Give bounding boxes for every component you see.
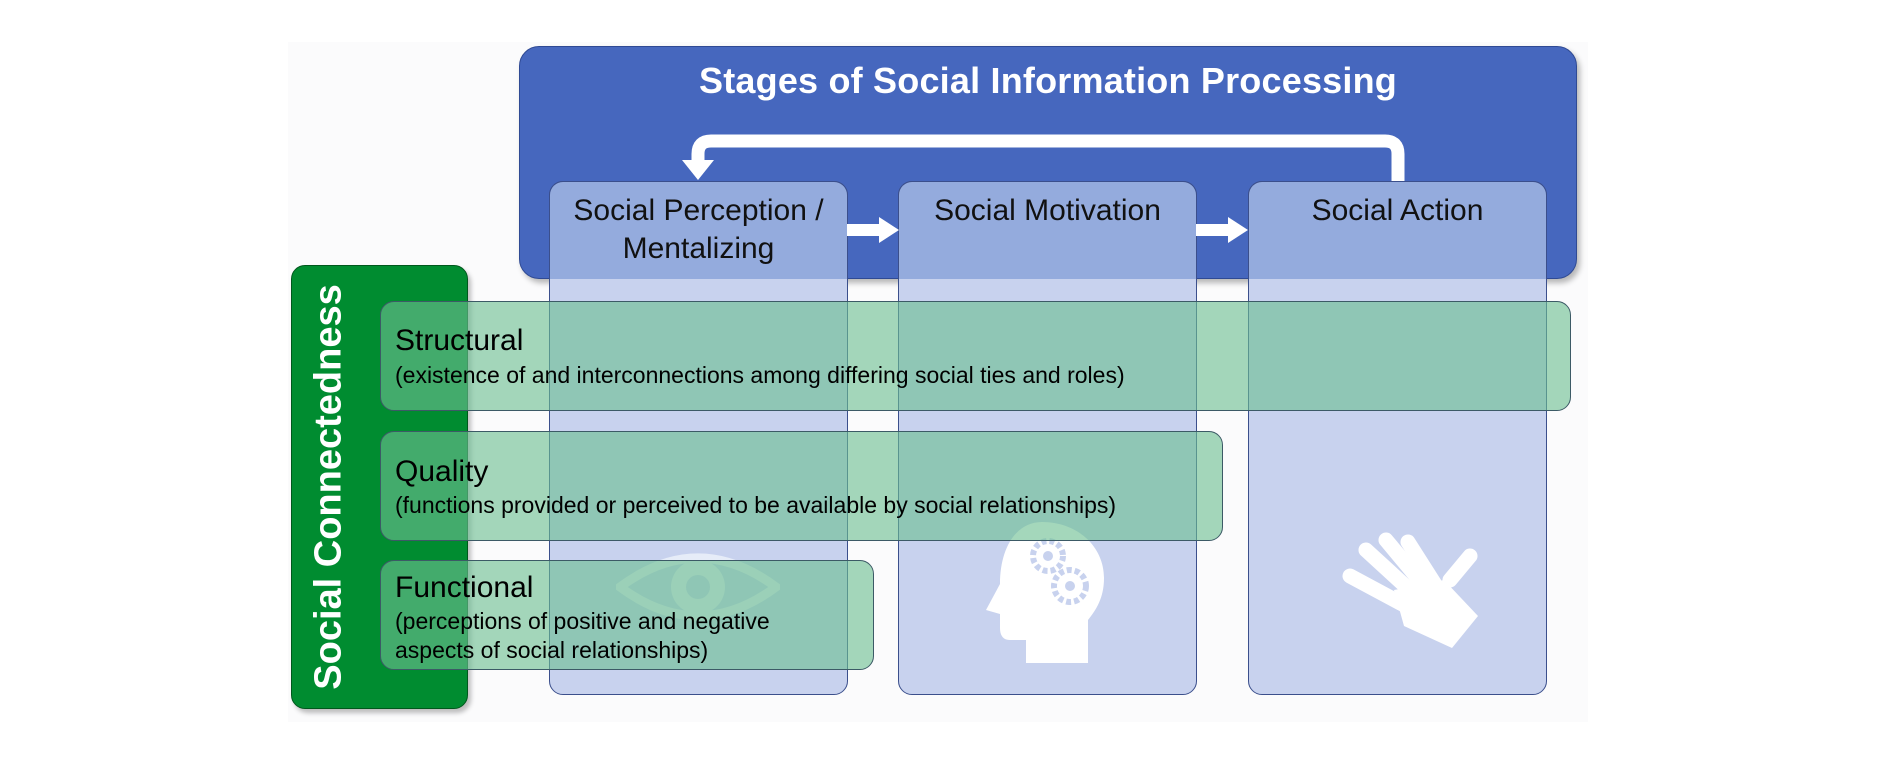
- dimension-desc-quality: (functions provided or perceived to be a…: [395, 492, 1117, 518]
- dimension-name-functional: Functional: [395, 571, 534, 604]
- dimension-desc-functional: (perceptions of positive and negative as…: [395, 607, 770, 665]
- dimension-functional: [380, 560, 874, 670]
- stage-header-perception: [549, 181, 848, 279]
- stages-title: Stages of Social Information Processing: [699, 60, 1397, 101]
- stage-header-action: [1248, 181, 1547, 279]
- social-connectedness-label: Social Connectedness: [307, 284, 350, 690]
- stage-label-motivation: Social Motivation: [898, 192, 1197, 230]
- stage-label-action: Social Action: [1248, 192, 1547, 230]
- stage-label-perception: Social Perception / Mentalizing: [549, 192, 848, 268]
- stage-label-line: Social Perception /: [573, 194, 824, 227]
- dimension-desc-line: aspects of social relationships): [395, 637, 709, 663]
- dimension-structural: [380, 301, 1571, 411]
- stage-label-line: Mentalizing: [622, 232, 775, 265]
- stage-label-line: Social Motivation: [934, 194, 1161, 227]
- dimension-name-structural: Structural: [395, 324, 524, 357]
- dimension-desc-structural: (existence of and interconnections among…: [395, 362, 1125, 388]
- stage-label-line: Social Action: [1311, 194, 1484, 227]
- dimension-desc-line: (perceptions of positive and negative: [395, 608, 770, 634]
- dimension-quality: [380, 431, 1223, 541]
- stage-header-motivation: [898, 181, 1197, 279]
- dimension-name-quality: Quality: [395, 455, 489, 488]
